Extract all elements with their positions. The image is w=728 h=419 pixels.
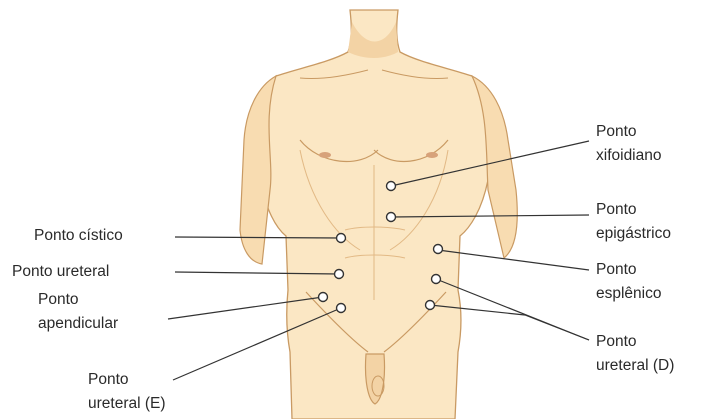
point-ureteral-e (337, 304, 346, 313)
label-line: Ponto (38, 288, 118, 312)
point-ureteral (335, 270, 344, 279)
label-ponto-epigastrico: Ponto epigástrico (596, 198, 671, 246)
label-ponto-ureteral: Ponto ureteral (12, 260, 109, 284)
label-line: ureteral (D) (596, 354, 674, 378)
label-ponto-ureteral-d: Ponto ureteral (D) (596, 330, 674, 378)
point-ureteral-d-upper (432, 275, 441, 284)
label-line: Ponto (88, 368, 166, 392)
point-cistico (337, 234, 346, 243)
label-line: Ponto (596, 258, 662, 282)
point-esplenico (434, 245, 443, 254)
label-line: Ponto cístico (34, 224, 123, 248)
label-line: apendicular (38, 312, 118, 336)
nipple-right (426, 152, 438, 158)
point-epigastrico (387, 213, 396, 222)
label-line: esplênico (596, 282, 662, 306)
label-line: Ponto (596, 330, 674, 354)
torso-body (240, 10, 517, 419)
point-xifoidiano (387, 182, 396, 191)
label-line: epigástrico (596, 222, 671, 246)
label-line: ureteral (E) (88, 392, 166, 416)
leader-esplenico (438, 250, 589, 270)
point-ureteral-d-lower (426, 301, 435, 310)
point-apendicular (319, 293, 328, 302)
label-line: Ponto ureteral (12, 260, 109, 284)
label-ponto-cistico: Ponto cístico (34, 224, 123, 248)
nipple-left (319, 152, 331, 158)
label-line: Ponto (596, 198, 671, 222)
leader-ureteral-d-3 (525, 315, 589, 340)
label-line: Ponto (596, 120, 662, 144)
label-ponto-apendicular: Ponto apendicular (38, 288, 118, 336)
label-ponto-esplenico: Ponto esplênico (596, 258, 662, 306)
label-ponto-ureteral-e: Ponto ureteral (E) (88, 368, 166, 416)
arm-left (240, 76, 276, 264)
label-line: xifoidiano (596, 144, 662, 168)
label-ponto-xifoidiano: Ponto xifoidiano (596, 120, 662, 168)
